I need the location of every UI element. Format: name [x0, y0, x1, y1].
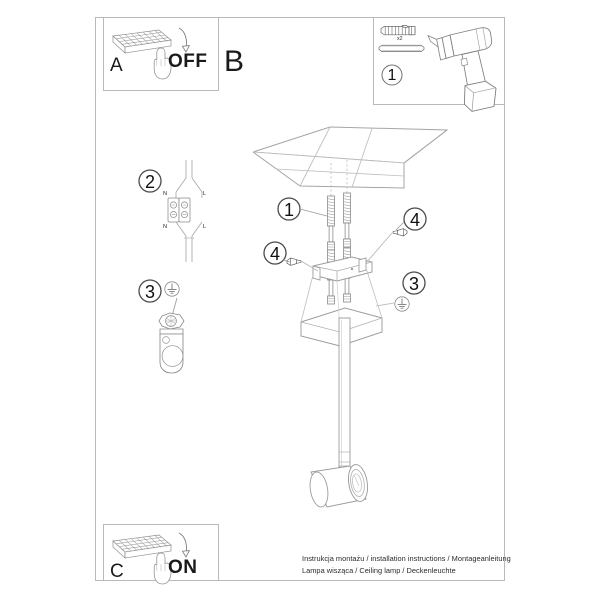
panel-letter-b: B	[224, 45, 245, 78]
step-callout-3: 3	[144, 282, 155, 302]
fixing-bolt-icon	[158, 297, 185, 374]
sheet-frame	[95, 17, 505, 581]
mounting-bracket	[312, 256, 373, 282]
wall-plug-anchor-icon	[380, 25, 416, 36]
terminal-label-top-left: N	[163, 191, 168, 197]
panel-letter-c: C	[110, 561, 124, 582]
parts-quantity-label: x2	[397, 36, 403, 42]
terminal-block-icon	[167, 160, 203, 262]
footer-line-2: Lampa wisząca / Ceiling lamp / Deckenleu…	[302, 566, 456, 575]
step-callout-2: 2	[144, 172, 155, 192]
step3-earth-symbol-icon	[164, 281, 180, 297]
parts-callout-circle	[381, 64, 403, 86]
mounting-screw-left	[327, 195, 335, 251]
main-callout-1	[277, 197, 328, 221]
terminal-label-bottom-right: L	[203, 224, 207, 230]
right-set-screw	[365, 228, 408, 264]
main-callout-number-3: 3	[408, 274, 419, 294]
spotlight-head	[309, 464, 369, 508]
footer-line-1: Instrukcja montażu / installation instru…	[302, 554, 511, 563]
panel-letter-a: A	[110, 55, 123, 76]
step2-callout-circle	[138, 169, 162, 193]
parts-callout-number: 1	[387, 67, 397, 84]
screw-icon	[378, 44, 425, 52]
terminal-label-bottom-left: N	[163, 224, 168, 230]
state-label-off: OFF	[168, 51, 208, 72]
main-callout-number-4-right: 4	[409, 210, 420, 230]
main-callout-number-4-left: 4	[269, 244, 280, 264]
left-set-screw	[286, 257, 319, 272]
ceiling-plane	[252, 126, 449, 189]
mounting-screw-right	[343, 192, 351, 248]
main-callout-number-1: 1	[283, 200, 294, 220]
terminal-label-top-right: L	[203, 191, 207, 197]
drop-rod	[338, 317, 351, 469]
main-callout-4-right	[395, 207, 427, 231]
step3-callout-circle	[138, 279, 162, 303]
state-label-on: ON	[168, 557, 198, 578]
main-callout-4-left	[263, 241, 291, 265]
main-callout-3	[375, 271, 426, 312]
